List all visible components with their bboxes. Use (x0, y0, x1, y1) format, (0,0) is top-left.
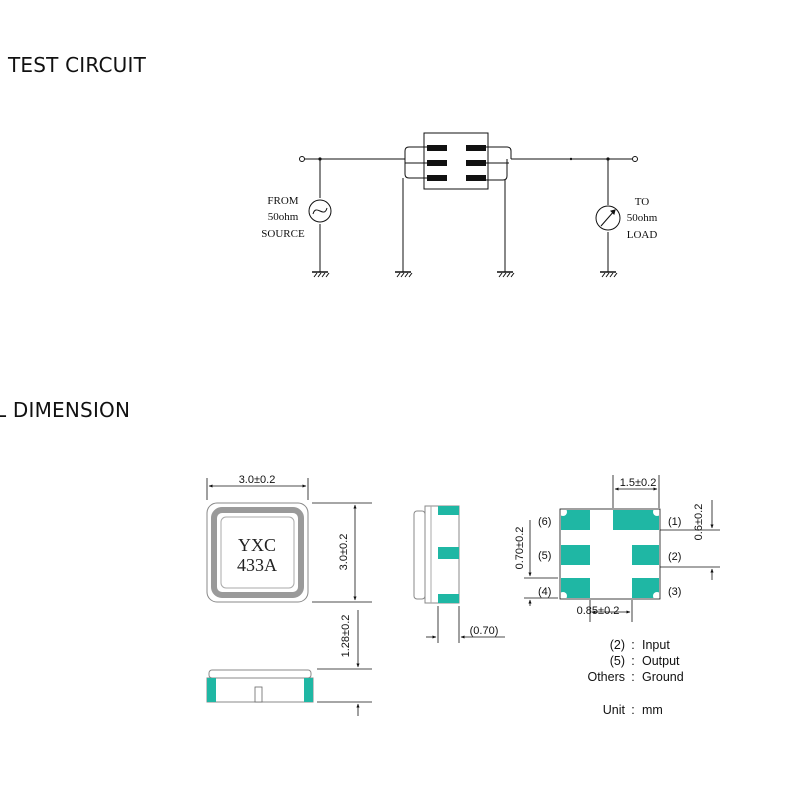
pad-1 (613, 510, 659, 530)
legend-input-val: Input (642, 638, 670, 652)
ground-icon-load (600, 271, 618, 278)
package-top-view: YXC 433A (206, 502, 309, 603)
load-label: TO 50ohm LOAD (627, 196, 658, 241)
source-label-line1: FROM (267, 195, 298, 207)
pin-label-5: (5) (538, 550, 551, 562)
load-label-line3: LOAD (627, 229, 658, 241)
pin-label-6: (6) (538, 516, 551, 528)
pad-6 (561, 510, 590, 530)
pad-2 (632, 545, 659, 565)
pad-left-label: 0.70±0.2 (514, 527, 526, 570)
width-dimension (206, 478, 309, 500)
pin-label-3: (3) (668, 586, 681, 598)
pad-5 (561, 545, 590, 565)
dimension-title: DIMENSION (12, 398, 131, 422)
legend-others-sep: : (631, 670, 634, 684)
load-meter-icon (595, 205, 621, 231)
length-dimension (312, 502, 372, 603)
signal-source-icon (308, 199, 332, 223)
test-circuit-heading: TEST CIRCUIT (8, 53, 147, 77)
marking-line1: YXC (238, 535, 276, 555)
source-label-line3: SOURCE (261, 228, 305, 240)
pad-3 (632, 578, 659, 598)
source-label: FROM 50ohm SOURCE (261, 195, 305, 240)
legend-unit-sep: : (631, 703, 634, 717)
load-label-line1: TO (635, 196, 650, 208)
pad-top-label: 1.5±0.2 (620, 477, 657, 489)
dimension-prefix-fragment: L (0, 398, 7, 422)
height-dimension (317, 610, 372, 716)
height-label: 1.28±0.2 (340, 615, 352, 658)
marking-line2: 433A (237, 555, 277, 575)
pin-label-1: (1) (668, 516, 681, 528)
pad-layout (561, 510, 659, 598)
side-ref-dimension (426, 606, 505, 643)
width-label: 3.0±0.2 (239, 474, 276, 486)
legend-others-key: Others (587, 670, 625, 684)
pad-4 (561, 578, 590, 598)
side-ref-label: (0.70) (470, 625, 499, 637)
package-side-view (413, 505, 460, 604)
ground-icon-left (395, 271, 413, 278)
legend-input-sep: : (631, 638, 634, 652)
test-circuit (299, 132, 638, 278)
legend-output-val: Output (642, 654, 680, 668)
output-terminal (632, 156, 638, 162)
legend-unit-key: Unit (603, 703, 626, 717)
pin-label-4: (4) (538, 586, 551, 598)
source-label-line2: 50ohm (268, 211, 299, 223)
length-label: 3.0±0.2 (338, 534, 350, 571)
pin-label-2: (2) (668, 551, 681, 563)
device-under-test (423, 132, 489, 190)
pad-right-label: 0.6±0.2 (693, 504, 705, 541)
legend-unit-val: mm (642, 703, 663, 717)
dimension-heading: L DIMENSION (0, 398, 130, 422)
pad-dimensions (524, 475, 720, 622)
load-label-line2: 50ohm (627, 212, 658, 224)
legend-output-sep: : (631, 654, 634, 668)
legend-output-key: (5) (610, 654, 625, 668)
package-front-view (206, 669, 314, 703)
input-terminal (299, 156, 305, 162)
legend-others-val: Ground (642, 670, 684, 684)
ground-icon-right (497, 271, 515, 278)
pad-bottom-label: 0.85±0.2 (577, 605, 620, 617)
pin-legend: (2) : Input (5) : Output Others : Ground… (587, 638, 683, 717)
ground-icon-source (312, 271, 330, 278)
legend-input-key: (2) (610, 638, 625, 652)
